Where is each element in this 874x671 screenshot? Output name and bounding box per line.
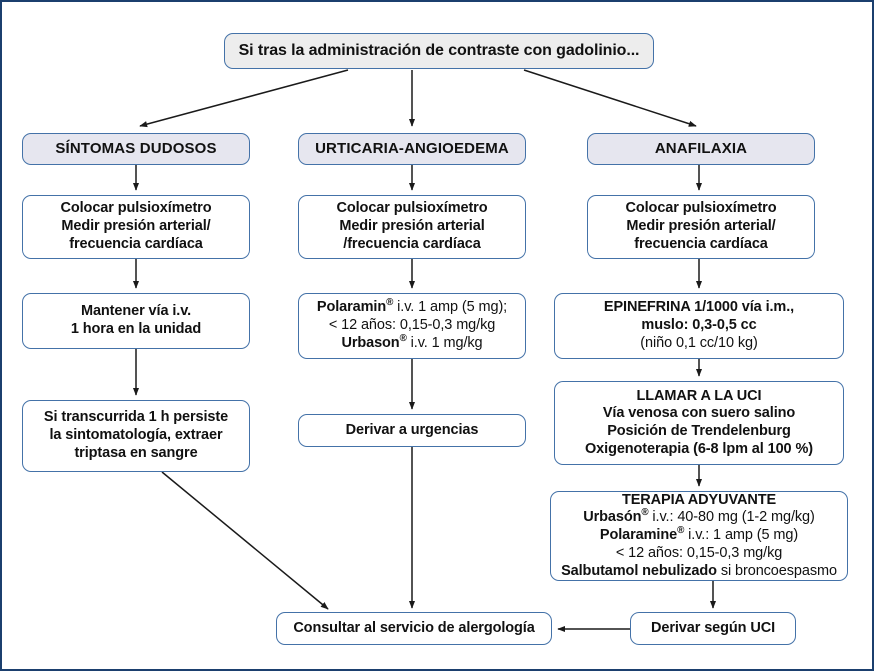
node-anafilaxia-epinefrina[interactable]: EPINEFRINA 1/1000 vía i.m.,muslo: 0,3-0,…	[554, 293, 844, 359]
node-consultar-alergologia[interactable]: Consultar al servicio de alergología	[276, 612, 552, 645]
node-urticaria-medicacion[interactable]: Polaramin® i.v. 1 amp (5 mg);< 12 años: …	[298, 293, 526, 359]
node-header-sintomas-dudosos-label: SÍNTOMAS DUDOSOS	[55, 139, 217, 157]
node-urticaria-medicacion-text: Polaramin® i.v. 1 amp (5 mg);< 12 años: …	[316, 297, 508, 351]
node-header-urticaria-angioedema-label: URTICARIA-ANGIOEDEMA	[315, 139, 509, 157]
node-header-anafilaxia-label: ANAFILAXIA	[654, 139, 748, 157]
node-consultar-alergologia-label: Consultar al servicio de alergología	[293, 619, 535, 636]
node-urticaria-derivar-urgencias-text: Derivar a urgencias	[345, 421, 479, 438]
node-derivar-segun-uci-label: Derivar según UCI	[650, 619, 775, 636]
node-sintomas-mantener-via[interactable]: Mantener vía i.v.1 hora en la unidad	[22, 293, 250, 349]
node-header-sintomas-dudosos[interactable]: SÍNTOMAS DUDOSOS	[22, 133, 250, 165]
node-header-urticaria-angioedema[interactable]: URTICARIA-ANGIOEDEMA	[298, 133, 526, 165]
node-derivar-segun-uci[interactable]: Derivar según UCI	[630, 612, 796, 645]
node-root-label: Si tras la administración de contraste c…	[238, 42, 640, 60]
node-header-anafilaxia[interactable]: ANAFILAXIA	[587, 133, 815, 165]
node-root[interactable]: Si tras la administración de contraste c…	[224, 33, 654, 69]
node-anafilaxia-epinefrina-text: EPINEFRINA 1/1000 vía i.m.,muslo: 0,3-0,…	[603, 299, 795, 351]
node-sintomas-mantener-via-text: Mantener vía i.v.1 hora en la unidad	[70, 303, 202, 337]
connector-root-to-sintomas	[139, 69, 349, 128]
node-urticaria-derivar-urgencias[interactable]: Derivar a urgencias	[298, 414, 526, 447]
connector-root-to-anafilaxia	[523, 69, 697, 127]
connector-l3-to-final	[161, 471, 329, 610]
